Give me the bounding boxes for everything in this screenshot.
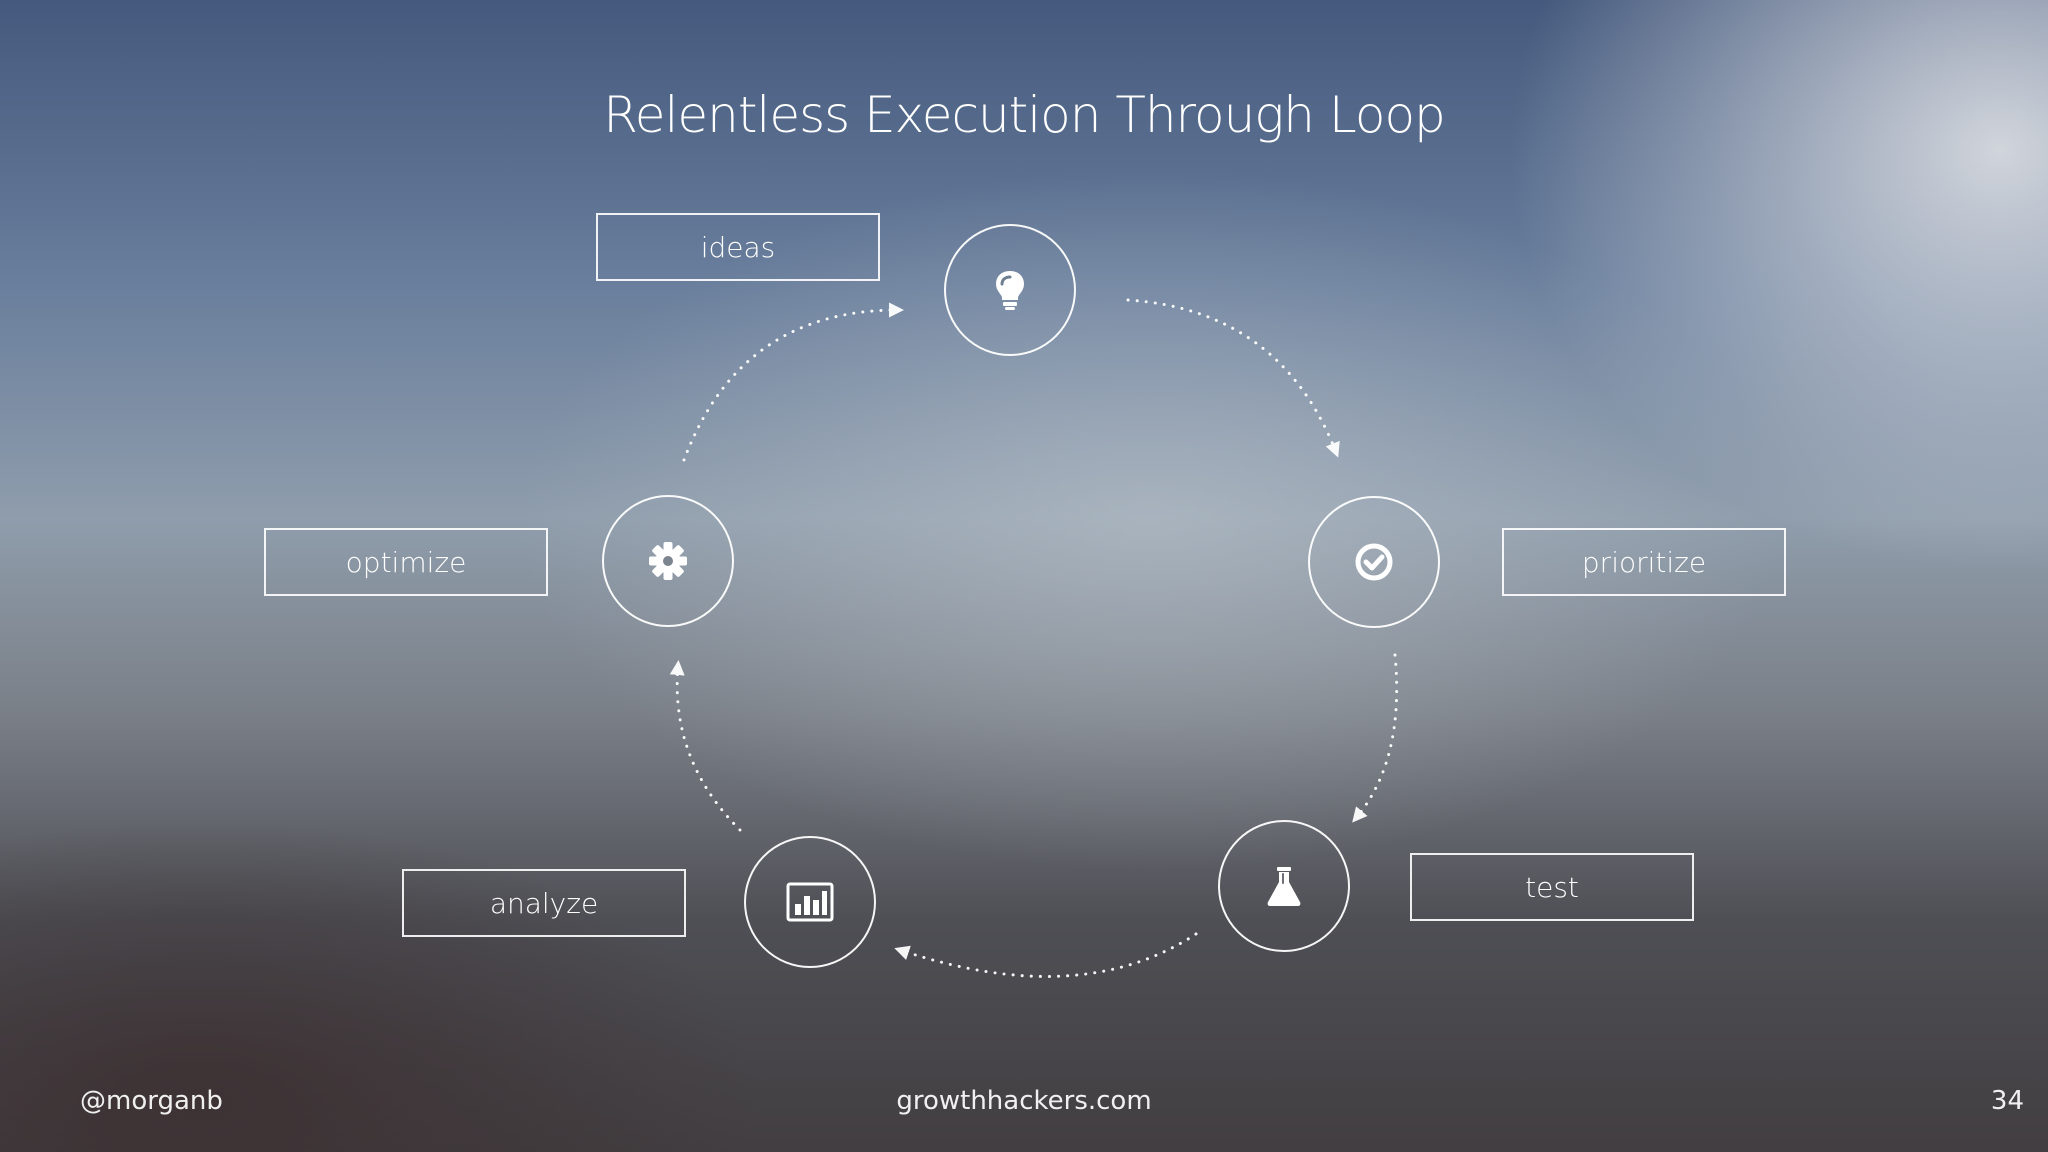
page-number: 34 bbox=[1990, 1086, 2024, 1116]
prioritize-node bbox=[1308, 496, 1440, 628]
analyze-label: analyze bbox=[402, 869, 686, 937]
flask-icon bbox=[1267, 867, 1301, 906]
arrow-optimize-to-ideas bbox=[682, 302, 904, 462]
test-node bbox=[1218, 820, 1350, 952]
test-label: test bbox=[1410, 853, 1694, 921]
ideas-label: ideas bbox=[596, 213, 880, 281]
optimize-node bbox=[602, 495, 734, 627]
lightbulb-icon bbox=[996, 271, 1024, 310]
arrow-test-to-analyze bbox=[894, 932, 1198, 978]
footer-handle: @morganb bbox=[80, 1086, 223, 1116]
arrow-prioritize-to-test bbox=[1352, 653, 1399, 823]
ideas-node bbox=[944, 224, 1076, 356]
prioritize-label: prioritize bbox=[1502, 528, 1786, 596]
analyze-node bbox=[744, 836, 876, 968]
gear-icon bbox=[649, 542, 687, 580]
bar-chart-icon bbox=[786, 882, 834, 922]
check-circle-icon bbox=[1355, 543, 1393, 581]
footer-site: growthhackers.com bbox=[896, 1086, 1152, 1116]
arrow-analyze-to-optimize bbox=[669, 660, 742, 832]
optimize-label: optimize bbox=[264, 528, 548, 596]
slide-title: Relentless Execution Through Loop bbox=[603, 86, 1446, 144]
arrow-ideas-to-prioritize bbox=[1126, 298, 1340, 458]
